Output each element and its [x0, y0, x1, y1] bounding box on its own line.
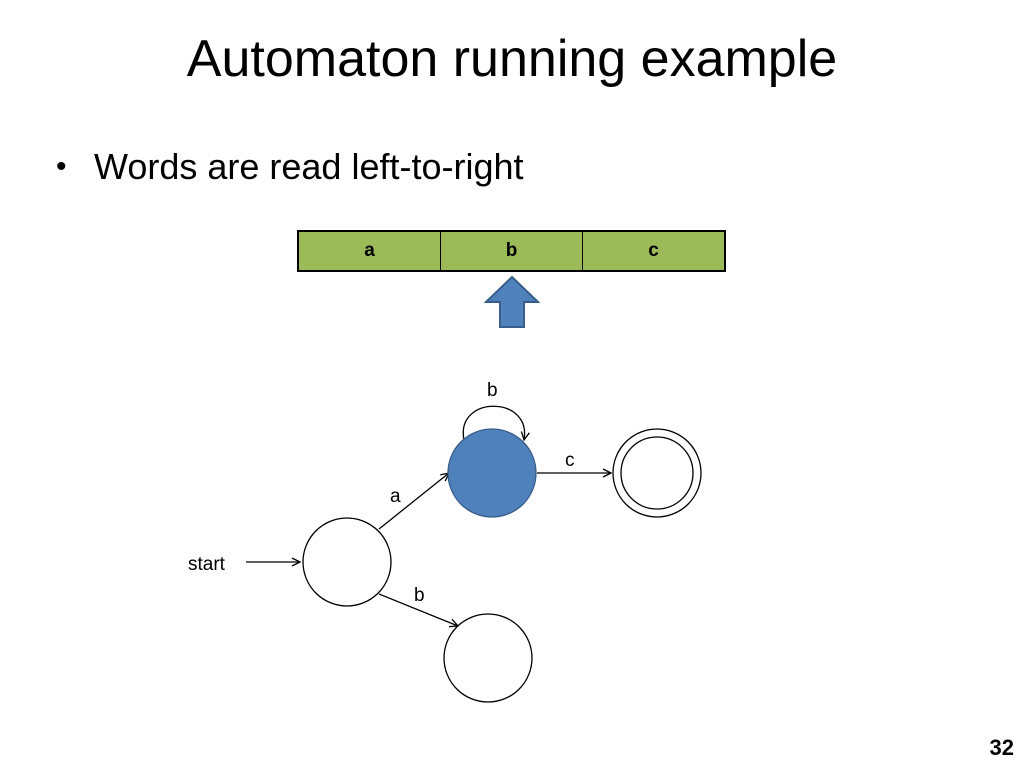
read-head-arrow-icon — [483, 275, 541, 328]
state-lower — [443, 613, 533, 703]
state-start — [302, 517, 392, 607]
transition-label-c: c — [565, 450, 575, 471]
slide-number: 32 — [989, 735, 1014, 760]
bullet-text: Words are read left-to-right — [94, 146, 524, 187]
start-label: start — [188, 554, 226, 575]
slide-title: Automaton running example — [186, 30, 838, 88]
transition-arrow-a — [378, 473, 449, 530]
transition-label-loop-b: b — [487, 380, 498, 401]
state-accepting-inner — [620, 436, 694, 510]
transition-label-b: b — [414, 585, 425, 606]
tape-cell-a: a — [299, 232, 441, 270]
bullet-item: • Words are read left-to-right — [56, 142, 524, 192]
transition-label-a: a — [390, 486, 401, 507]
tape-cell-c: c — [648, 240, 659, 261]
bullet-dot-icon: • — [56, 150, 67, 183]
transition-loop-b — [462, 405, 524, 440]
transition-arrow-b — [378, 593, 458, 626]
input-tape: a b c — [297, 230, 726, 272]
tape-cell-b: b — [441, 232, 583, 270]
state-active — [447, 428, 537, 518]
